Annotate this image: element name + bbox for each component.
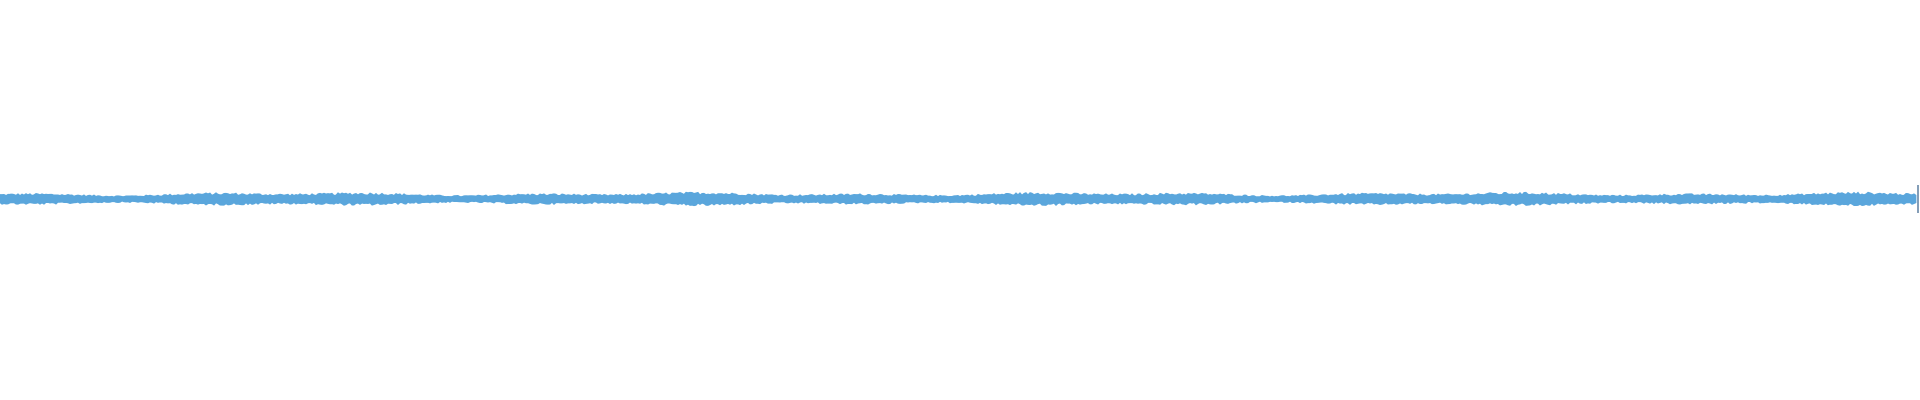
waveform-band <box>0 191 1917 207</box>
